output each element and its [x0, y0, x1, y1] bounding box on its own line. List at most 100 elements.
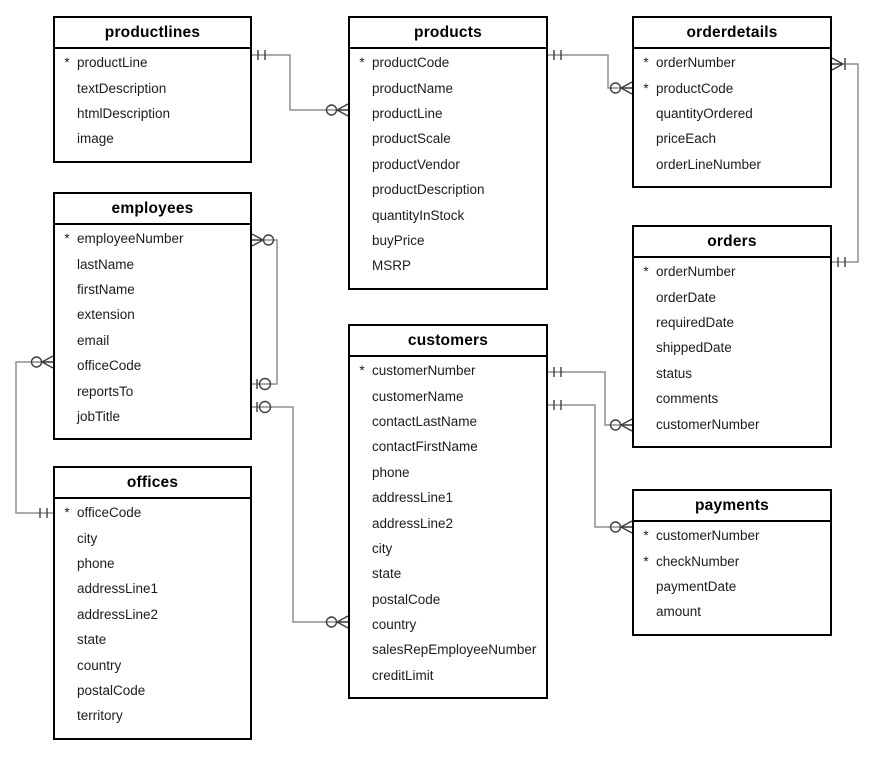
field-row-officeCode: officeCode	[55, 353, 250, 378]
entity-field-list: *productLine textDescription htmlDescripti…	[55, 49, 250, 152]
primary-key-star-icon: *	[643, 528, 649, 544]
field-name: country	[372, 617, 417, 633]
field-row-productLine: *productLine	[55, 50, 250, 75]
field-name: phone	[372, 464, 410, 480]
relationship-employees-offices	[15, 361, 53, 514]
field-name: phone	[77, 555, 115, 571]
field-row-salesRepEmployeeNumber: salesRepEmployeeNumber	[350, 637, 546, 662]
field-name: productName	[372, 80, 454, 96]
primary-key-star-icon: *	[643, 264, 649, 280]
entity-title-orders: orders	[634, 227, 830, 258]
field-row-priceEach: priceEach	[634, 126, 830, 151]
cardinality-zero-many-icon	[325, 615, 349, 629]
field-row-addressLine1: addressLine1	[55, 576, 250, 601]
relationship-orderdetails-orders	[832, 63, 859, 263]
field-name: postalCode	[77, 682, 146, 698]
field-row-productScale: productScale	[350, 126, 546, 151]
field-row-productDescription: productDescription	[350, 177, 546, 202]
field-name: state	[372, 566, 402, 582]
relationship-customers-payments	[548, 404, 632, 528]
field-row-customerNumber: *customerNumber	[634, 523, 830, 548]
primary-key-star-icon: *	[643, 55, 649, 71]
cardinality-one-icon	[553, 400, 562, 410]
cardinality-zero-many-icon	[30, 355, 54, 369]
field-row-customerNumber: customerNumber	[634, 411, 830, 436]
field-name: orderDate	[656, 289, 717, 305]
cardinality-one-icon	[553, 50, 562, 60]
entity-title-employees: employees	[55, 194, 250, 225]
field-name: officeCode	[77, 358, 142, 374]
field-name: territory	[77, 708, 123, 724]
field-name: creditLimit	[372, 667, 434, 683]
field-row-amount: amount	[634, 599, 830, 624]
field-name: productCode	[656, 80, 734, 96]
field-name: htmlDescription	[77, 105, 171, 121]
field-row-comments: comments	[634, 386, 830, 411]
cardinality-one-icon	[553, 367, 562, 377]
field-row-officeCode: *officeCode	[55, 500, 250, 525]
field-name: contactFirstName	[372, 439, 478, 455]
field-row-postalCode: postalCode	[55, 678, 250, 703]
cardinality-zero-many-icon	[609, 81, 633, 95]
field-row-image: image	[55, 126, 250, 151]
field-name: shippedDate	[656, 340, 732, 356]
field-name: productCode	[372, 55, 450, 71]
field-row-requiredDate: requiredDate	[634, 310, 830, 335]
field-row-phone: phone	[350, 460, 546, 485]
field-name: textDescription	[77, 80, 167, 96]
relationship-productlines-products	[252, 54, 348, 111]
field-row-addressLine2: addressLine2	[55, 602, 250, 627]
field-name: country	[77, 657, 122, 673]
field-name: productLine	[77, 55, 148, 71]
field-name: state	[77, 632, 107, 648]
field-row-lastName: lastName	[55, 251, 250, 276]
field-name: employeeNumber	[77, 231, 184, 247]
cardinality-zero-many-icon	[251, 233, 275, 247]
field-row-city: city	[350, 536, 546, 561]
field-name: email	[77, 332, 110, 348]
field-name: reportsTo	[77, 383, 134, 399]
field-name: orderLineNumber	[656, 156, 762, 172]
field-row-quantityInStock: quantityInStock	[350, 202, 546, 227]
field-name: addressLine2	[372, 515, 454, 531]
field-row-phone: phone	[55, 551, 250, 576]
field-name: city	[372, 540, 393, 556]
field-row-state: state	[55, 627, 250, 652]
cardinality-zero-many-icon	[609, 520, 633, 534]
field-name: salesRepEmployeeNumber	[372, 642, 537, 658]
field-name: paymentDate	[656, 578, 737, 594]
field-name: productDescription	[372, 182, 485, 198]
field-row-country: country	[55, 652, 250, 677]
field-row-productName: productName	[350, 75, 546, 100]
field-name: addressLine2	[77, 606, 159, 622]
field-name: MSRP	[372, 258, 412, 274]
field-row-jobTitle: jobTitle	[55, 404, 250, 429]
primary-key-star-icon: *	[64, 505, 70, 521]
field-name: image	[77, 131, 114, 147]
entity-title-payments: payments	[634, 491, 830, 522]
field-row-productVendor: productVendor	[350, 152, 546, 177]
cardinality-one-icon	[39, 508, 48, 518]
field-row-territory: territory	[55, 703, 250, 728]
cardinality-zero-many-icon	[609, 418, 633, 432]
field-row-productCode: *productCode	[350, 50, 546, 75]
field-name: comments	[656, 391, 719, 407]
field-row-status: status	[634, 361, 830, 386]
field-name: priceEach	[656, 131, 717, 147]
field-row-extension: extension	[55, 302, 250, 327]
field-name: quantityOrdered	[656, 105, 753, 121]
